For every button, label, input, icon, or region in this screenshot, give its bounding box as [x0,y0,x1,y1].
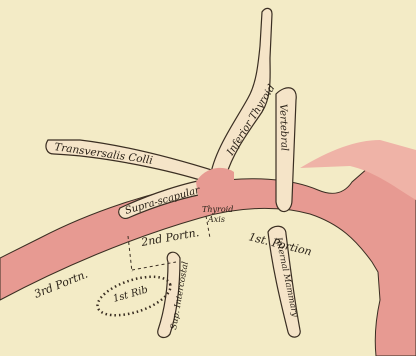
label-thyroid-axis-line1: Thyroid [202,205,233,214]
label-vertebral: Vertebral [277,104,290,152]
label-thyroid-axis-line2: Axis [207,215,225,224]
